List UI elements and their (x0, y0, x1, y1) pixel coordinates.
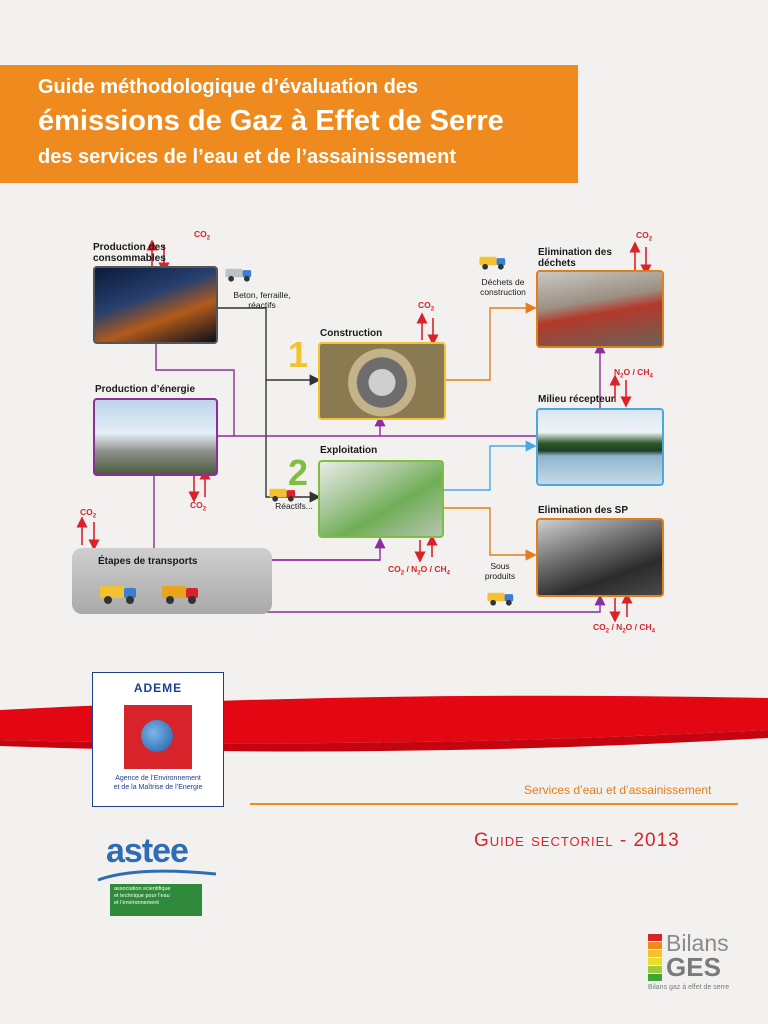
truck-icon (225, 268, 252, 282)
photo-sp (536, 518, 664, 597)
label-dechets: Elimination des déchets (538, 247, 612, 269)
emission-sp: CO2 / N2O / CH4 (593, 622, 655, 635)
ademe-subtitle: Agence de l’Environnement et de la Maîtr… (113, 775, 203, 791)
label-exploitation: Exploitation (320, 445, 378, 456)
label-sous-produits: Sous produits (484, 561, 516, 581)
truck-icon (162, 586, 198, 604)
flow-outputs-orange (440, 302, 537, 561)
bilans-word1: Bilans (666, 930, 729, 956)
emission-arrows (76, 239, 652, 623)
photo-energie (93, 398, 218, 476)
label-sp: Elimination des SP (538, 505, 629, 516)
astee-name: astee (106, 832, 189, 870)
title-band (0, 65, 578, 183)
step-number-1: 1 (288, 334, 309, 375)
photo-construction (318, 342, 446, 420)
label-milieu: Milieu récepteur (538, 394, 615, 405)
emission-transports: CO2 (80, 507, 97, 520)
emission-energie: CO2 (190, 500, 207, 513)
orange-separator (250, 803, 738, 805)
wave-icon (97, 869, 217, 882)
emission-consommables: CO2 (194, 229, 211, 242)
photo-dechets (536, 270, 664, 348)
photo-exploitation (318, 460, 444, 538)
label-construction: Construction (320, 328, 383, 339)
astee-logo: astee association scientifique et techni… (96, 832, 221, 918)
astee-subtitle: association scientifique et technique po… (110, 884, 202, 916)
emission-dechets: CO2 (636, 230, 653, 243)
ademe-logo: ADEME Agence de l’Environnement et de la… (92, 672, 224, 807)
title-line-1: Guide méthodologique d’évaluation des (38, 76, 419, 98)
series-label: Services d’eau et d’assainissement (524, 783, 712, 797)
emission-construction: CO2 (418, 300, 435, 313)
label-energie: Production d’énergie (95, 384, 196, 395)
flow-consommables (214, 307, 321, 503)
photo-consommables (93, 266, 218, 344)
step-number-2: 2 (288, 452, 309, 493)
label-reactifs: Réactifs... (275, 501, 313, 511)
label-consommables: Production des consommables (93, 242, 166, 264)
truck-icon (269, 488, 296, 502)
bilans-tagline: Bilans gaz à effet de serre (648, 984, 730, 991)
title-line-3: des services de l’eau et de l’assainisse… (38, 146, 457, 168)
guide-label: Guide sectoriel - 2013 (474, 830, 680, 851)
bilans-word2: GES (666, 952, 721, 982)
truck-icon (479, 256, 506, 270)
ademe-name: ADEME (133, 681, 183, 695)
flow-milieu (440, 440, 537, 491)
photo-milieu (536, 408, 664, 486)
globe-icon (141, 720, 173, 752)
title-line-2: émissions de Gaz à Effet de Serre (38, 105, 504, 137)
emission-exploitation: CO2 / N2O / CH4 (388, 564, 450, 577)
label-transports: Étapes de transports (98, 556, 198, 567)
label-dechets-construction: Déchets de construction (480, 277, 526, 297)
label-beton: Beton, ferraille, réactifs (233, 290, 291, 310)
emission-milieu: N2O / CH4 (614, 367, 653, 380)
truck-icon (487, 592, 514, 606)
bilans-bars-icon (648, 934, 662, 981)
truck-icon (100, 586, 136, 604)
